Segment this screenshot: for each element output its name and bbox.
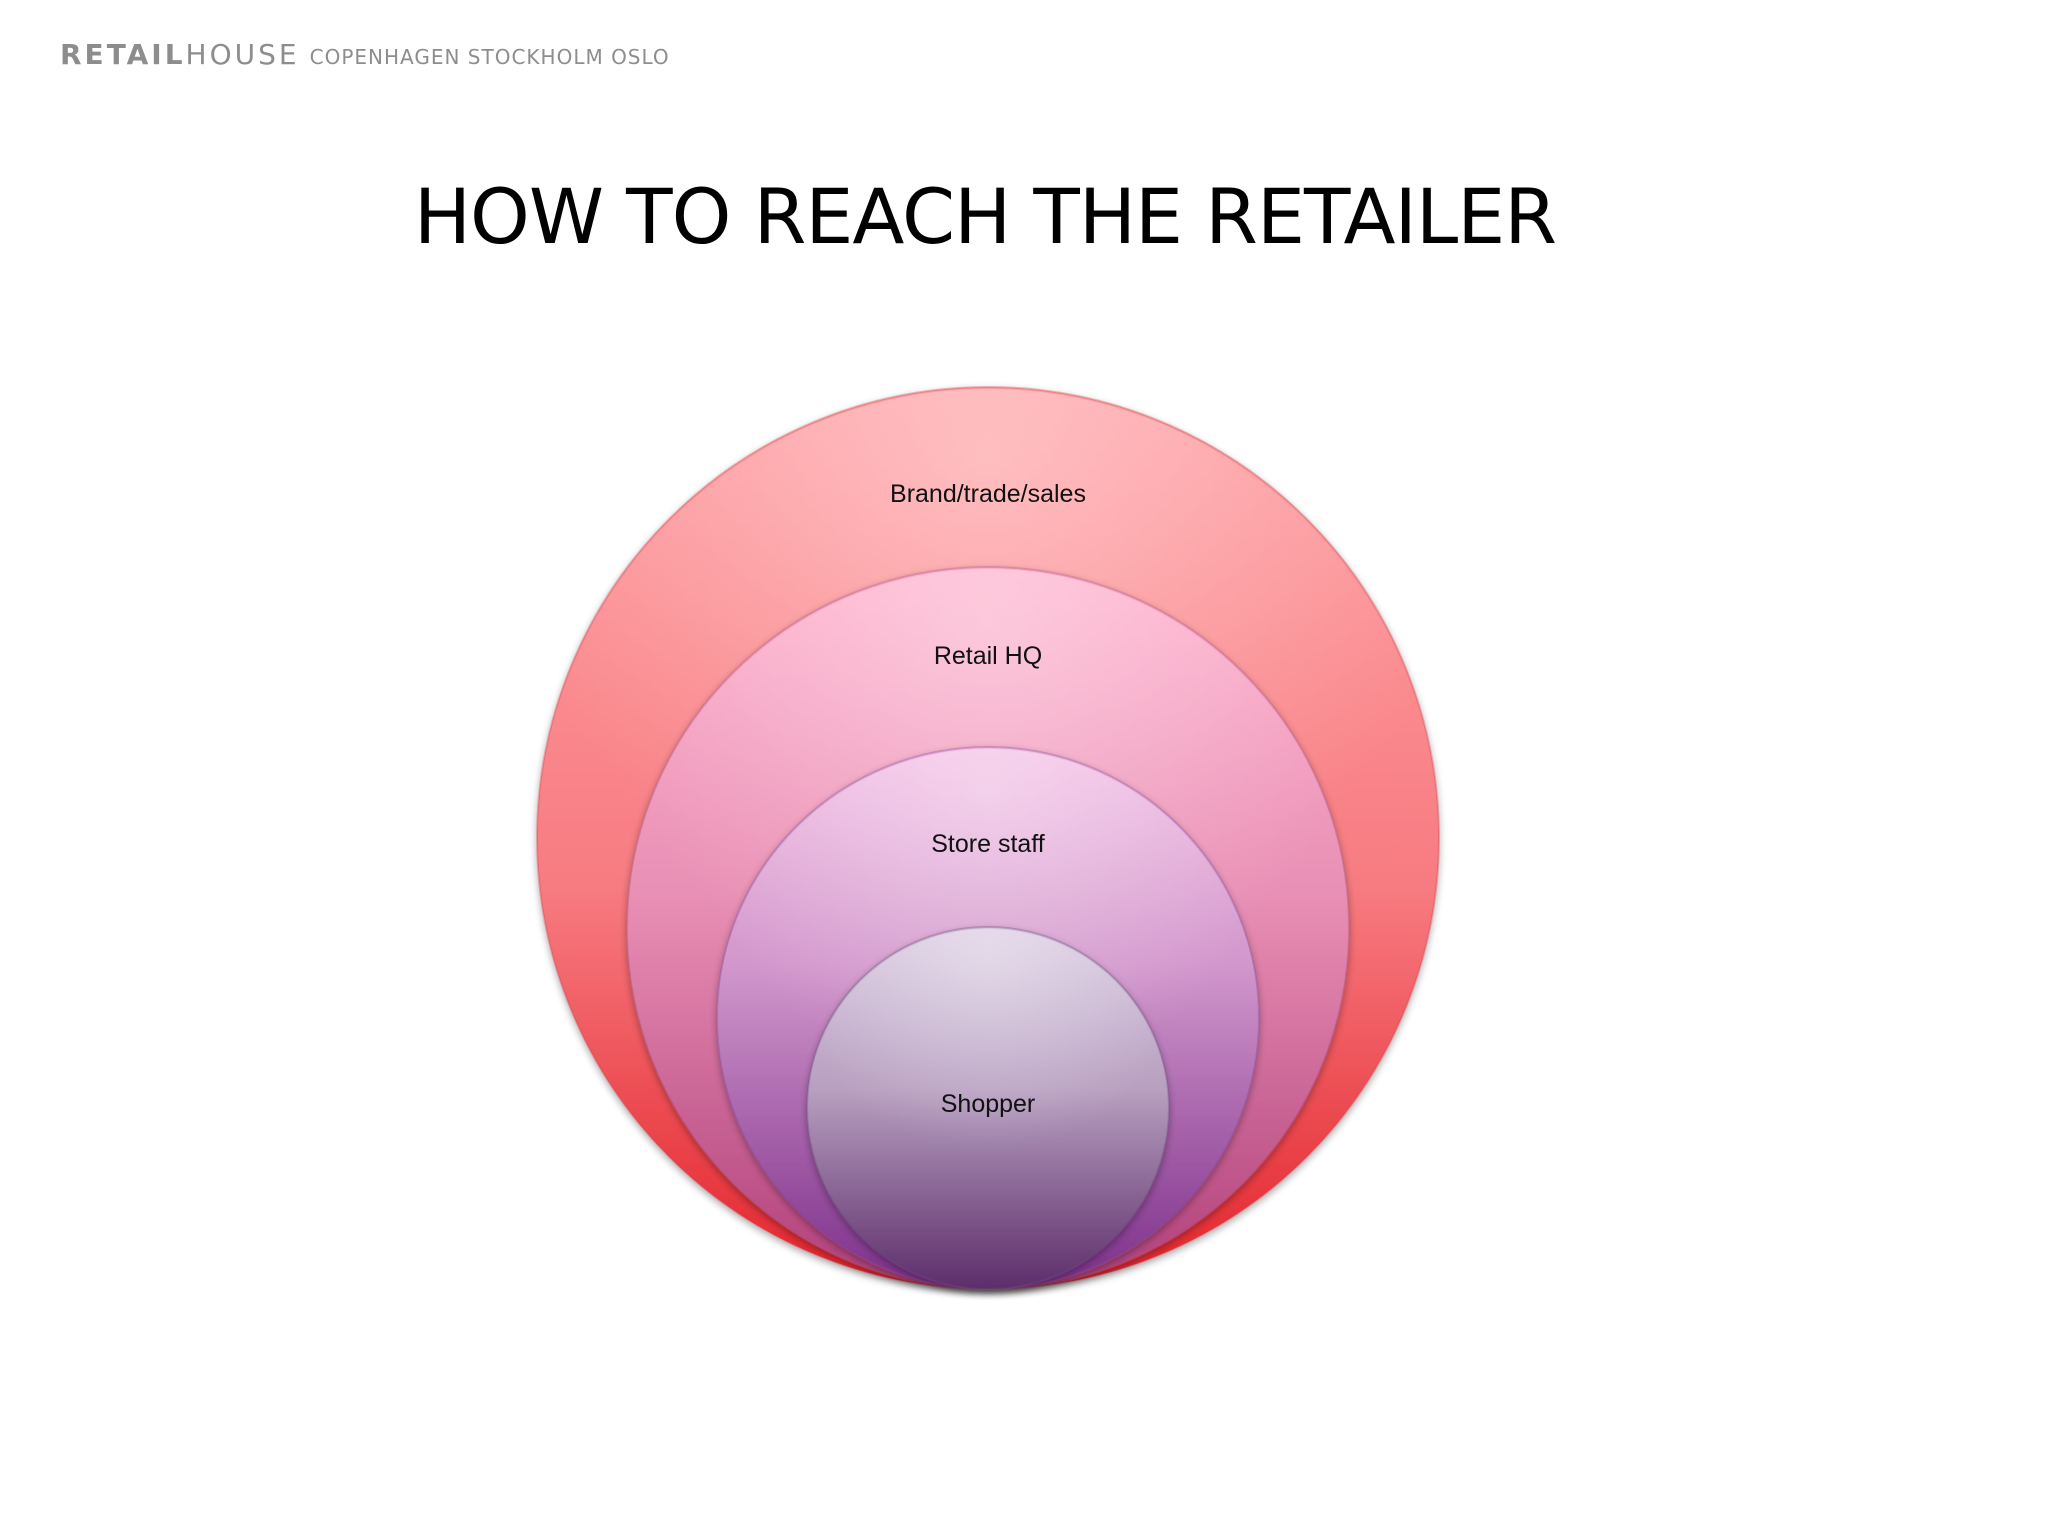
brand-name-bold: RETAIL xyxy=(60,38,186,71)
label-brand-trade-sales: Brand/trade/sales xyxy=(890,480,1086,508)
label-shopper: Shopper xyxy=(941,1090,1036,1118)
brand-name-light: HOUSE xyxy=(185,38,300,71)
label-store-staff: Store staff xyxy=(931,830,1045,858)
label-retail-hq: Retail HQ xyxy=(934,642,1042,670)
brand-logo: RETAILHOUSE COPENHAGEN STOCKHOLM OSLO xyxy=(60,38,670,71)
slide-title: HOW TO REACH THE RETAILER xyxy=(413,172,1557,261)
circle-shopper xyxy=(806,926,1170,1290)
brand-cities: COPENHAGEN STOCKHOLM OSLO xyxy=(309,45,670,69)
